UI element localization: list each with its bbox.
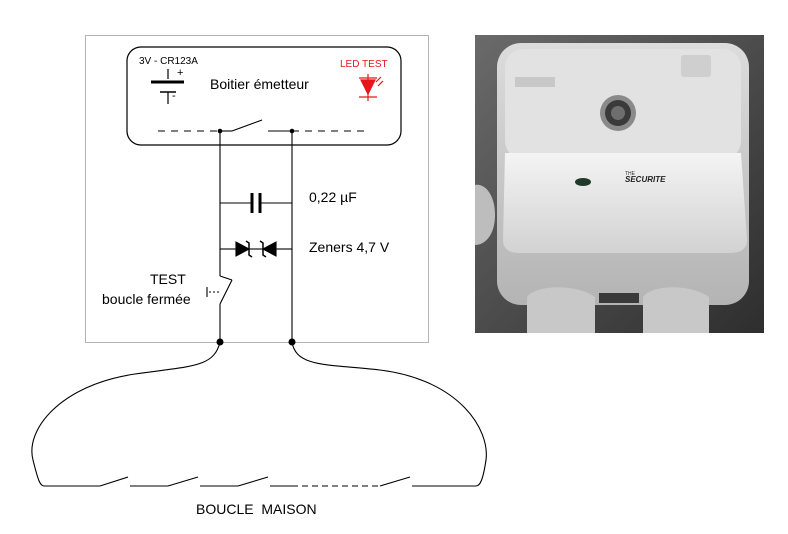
cable-gland-right (643, 287, 709, 333)
internal-switch-line (158, 119, 366, 132)
device-photo-drawing: THE SECURITE (475, 35, 764, 333)
device-corner-mark (515, 77, 555, 87)
zener-symbol (220, 240, 292, 258)
schematic-frame (85, 35, 429, 343)
zener-label: Zeners 4,7 V (309, 239, 390, 255)
battery-label: 3V - CR123A (139, 56, 198, 67)
test-label: TEST (150, 271, 186, 287)
test-button-center (611, 106, 625, 120)
capacitor-label: 0,22 µF (309, 189, 357, 205)
device-brand-prefix: THE (625, 171, 636, 177)
transmitter-box (126, 46, 402, 146)
battery-minus-label: - (172, 90, 176, 102)
device-slot (599, 293, 639, 303)
cable-gland-left (527, 287, 595, 333)
side-gland-left (475, 184, 495, 245)
loop-label: BOUCLE MAISON (196, 501, 317, 517)
battery-plus-label: + (177, 67, 184, 79)
test-switch-symbol (206, 275, 233, 305)
led-test-label: LED TEST (340, 59, 388, 70)
vertical-wires (219, 131, 293, 342)
battery-symbol (151, 69, 184, 104)
device-lid (503, 153, 747, 253)
device-photo: THE SECURITE (475, 35, 764, 333)
device-corner-mark (681, 55, 711, 77)
house-loop (31, 341, 487, 487)
device-brand: SECURITE (625, 175, 666, 184)
box-title: Boitier émetteur (210, 76, 309, 92)
device-led (575, 178, 591, 186)
led-symbol (359, 74, 384, 101)
test-sublabel: boucle fermée (102, 291, 191, 307)
capacitor-symbol (220, 193, 292, 213)
